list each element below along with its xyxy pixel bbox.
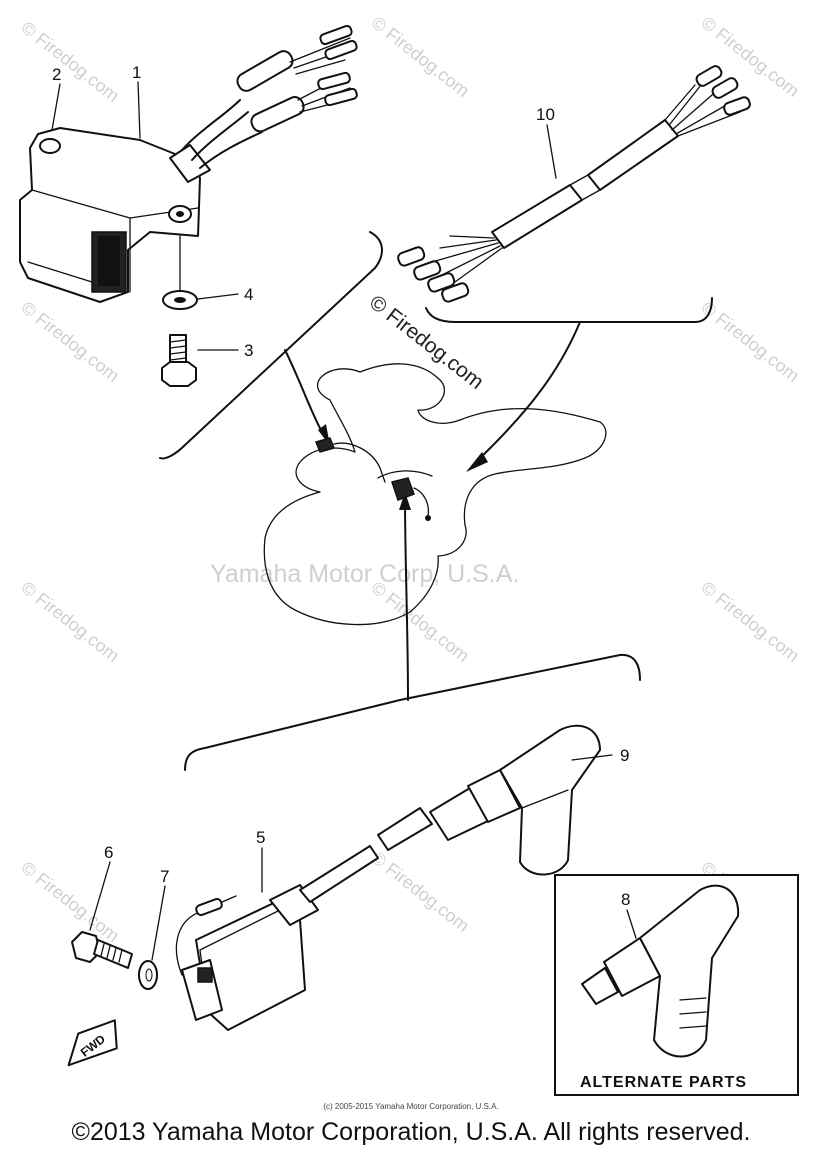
bracket [184,653,641,771]
watermark-text: © Firedog.com [368,12,474,101]
callout-group: 2 1 4 3 [51,63,253,360]
ignition-coil [175,807,433,1031]
callout-label: 3 [244,341,253,360]
callout-label: 5 [256,828,265,847]
engine-outline [263,363,607,626]
callout-label: 8 [621,890,630,909]
callout-label: 9 [620,746,629,765]
watermark-center: Yamaha Motor Corp, U.S.A. [210,560,519,588]
watermark-text: © Firedog.com [18,17,124,106]
coil-bolt [71,931,133,969]
fine-print: (c) 2005-2015 Yamaha Motor Corporation, … [323,1102,499,1111]
watermark-dark: © Firedog.com [365,291,488,394]
callout-label: 7 [160,867,169,886]
copyright-notice: ©2013 Yamaha Motor Corporation, U.S.A. A… [71,1118,751,1146]
wire-harness [397,65,751,303]
spark-plug-cap [429,724,601,876]
callout-label: 2 [52,65,61,84]
bracket [159,231,383,460]
cdi-unit [19,24,358,387]
callout-label: 10 [536,105,555,124]
watermark-text: © Firedog.com [18,297,124,386]
callout-label: 1 [132,63,141,82]
watermark-text: © Firedog.com [698,297,804,386]
coil-washer [138,960,158,990]
watermark-text: © Firedog.com [698,577,804,666]
fwd-arrow: FWD [67,1019,118,1067]
alternate-parts-box: 8 ALTERNATE PARTS [554,874,799,1096]
callout-label: 6 [104,843,113,862]
bracket [425,297,713,323]
bolt [161,334,197,387]
alternate-parts-label: ALTERNATE PARTS [580,1074,747,1091]
callout-label: 4 [244,285,253,304]
watermark-text: © Firedog.com [368,847,474,936]
watermark-text: © Firedog.com [18,577,124,666]
